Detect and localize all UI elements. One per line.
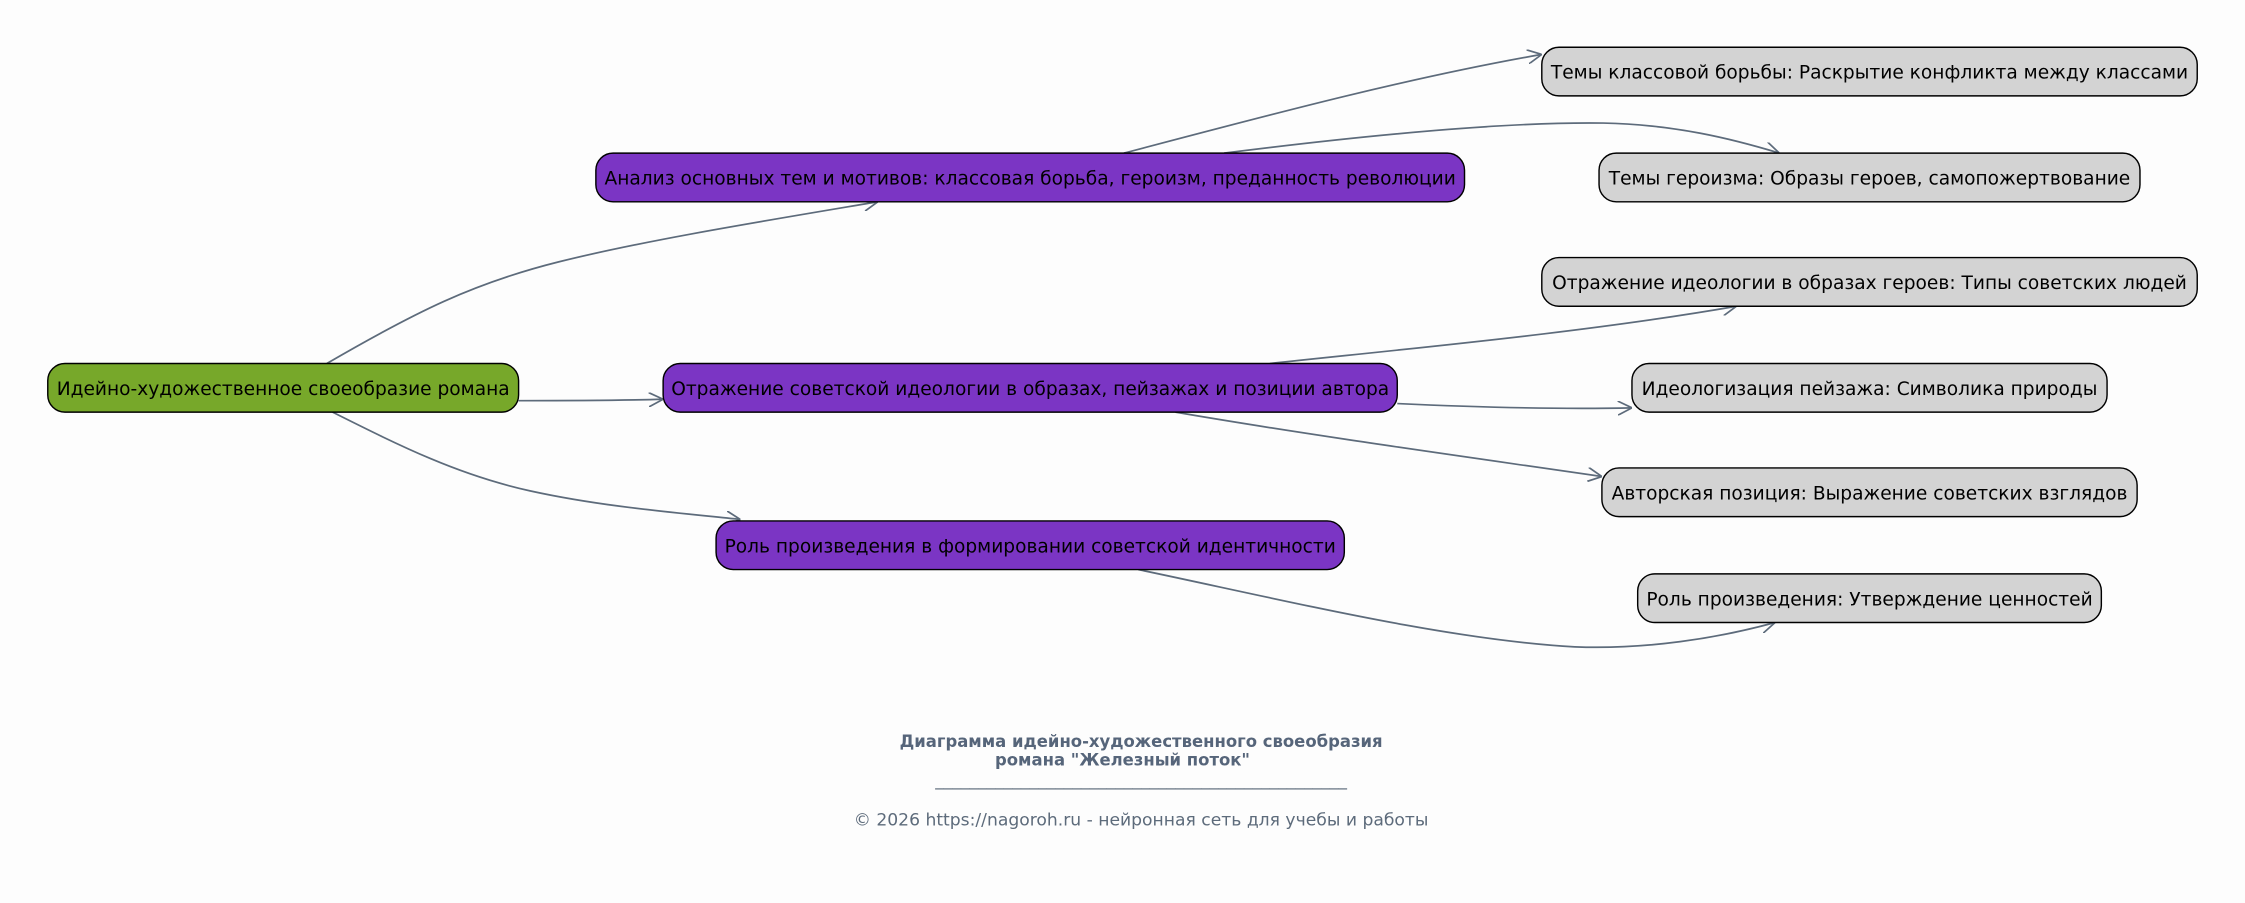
leaf-node-landscape: Идеологизация пейзажа: Символика природы (1631, 362, 2108, 413)
leaf-node-author-position: Авторская позиция: Выражение советских в… (1601, 467, 2138, 518)
edge-ideology-to-hero-types (1269, 306, 1737, 365)
edge-root-to-ideology (518, 399, 664, 400)
root-label: Идейно-художественное своеобразие романа (57, 379, 510, 400)
leaf-label: Авторская позиция: Выражение советских в… (1612, 483, 2128, 504)
leaf-label: Темы героизма: Образы героев, самопожерт… (1608, 169, 2131, 190)
edge-ideology-to-author (1175, 411, 1601, 476)
leaf-node-hero-types: Отражение идеологии в образах героев: Ти… (1541, 256, 2198, 307)
leaf-node-class-struggle: Темы классовой борьбы: Раскрытие конфлик… (1541, 46, 2198, 97)
branch-node-ideology: Отражение советской идеологии в образах,… (662, 362, 1398, 413)
leaf-node-values: Роль произведения: Утверждение ценностей (1636, 573, 2103, 624)
edge-identity-to-values (1138, 568, 1775, 649)
leaf-label: Идеологизация пейзажа: Символика природы (1642, 379, 2098, 400)
branch-label: Роль произведения в формировании советск… (725, 536, 1336, 557)
branch-label: Отражение советской идеологии в образах,… (671, 379, 1389, 400)
edge-root-to-identity (332, 411, 741, 519)
leaf-label: Отражение идеологии в образах героев: Ти… (1552, 273, 2187, 294)
diagram-title-line1: Диаграмма идейно-художественного своеобр… (900, 732, 1383, 751)
edge-root-to-themes (326, 202, 878, 365)
edge-ideology-to-landscape (1397, 404, 1632, 409)
edge-themes-to-heroism (1223, 122, 1779, 153)
footer-separator: ________________________________________… (934, 771, 1347, 791)
edge-themes-to-class-struggle (1123, 54, 1542, 154)
leaf-label: Роль произведения: Утверждение ценностей (1646, 589, 2092, 610)
copyright-text: © 2026 https://nagoroh.ru - нейронная се… (854, 811, 1429, 831)
leaf-node-heroism: Темы героизма: Образы героев, самопожерт… (1598, 152, 2141, 203)
branch-label: Анализ основных тем и мотивов: классовая… (605, 169, 1456, 190)
leaf-label: Темы классовой борьбы: Раскрытие конфлик… (1550, 63, 2188, 84)
diagram-title-line2: романа "Железный поток" (995, 751, 1250, 770)
branch-node-themes: Анализ основных тем и мотивов: классовая… (595, 152, 1466, 203)
root-node: Идейно-художественное своеобразие романа (47, 362, 520, 413)
branch-node-identity: Роль произведения в формировании советск… (715, 520, 1346, 571)
